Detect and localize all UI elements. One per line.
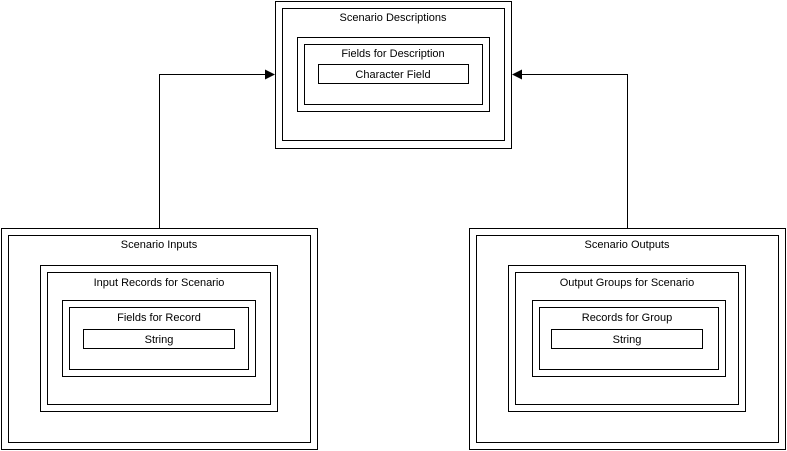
input-records-inner-frame <box>47 272 271 405</box>
scenario-inputs-outer-frame <box>1 228 318 450</box>
input-string-label: String <box>145 334 174 346</box>
scenario-descriptions-box: Scenario Descriptions Fields for Descrip… <box>275 1 512 149</box>
scenario-inputs-box: Scenario Inputs Input Records for Scenar… <box>1 228 318 450</box>
fields-for-description-outer-frame <box>297 37 490 112</box>
scenario-inputs-inner-frame <box>8 235 311 443</box>
fields-for-record-label: Fields for Record <box>117 312 201 324</box>
output-string-label: String <box>613 334 642 346</box>
character-field-box <box>318 64 469 84</box>
input-records-outer-frame <box>40 265 278 412</box>
scenario-outputs-label: Scenario Outputs <box>585 239 670 251</box>
output-string-box <box>551 329 703 349</box>
records-for-group-inner-frame <box>539 307 719 370</box>
input-string-box <box>83 329 235 349</box>
scenario-outputs-outer-frame <box>469 228 786 450</box>
scenario-outputs-inner-frame <box>476 235 779 443</box>
inputs-to-descriptions-arrow <box>159 69 275 228</box>
input-records-label: Input Records for Scenario <box>94 277 225 289</box>
output-groups-inner-frame <box>515 272 739 405</box>
output-groups-outer-frame <box>508 265 746 412</box>
output-groups-label: Output Groups for Scenario <box>560 277 695 289</box>
scenario-descriptions-inner-frame <box>282 8 505 141</box>
outputs-to-descriptions-arrow <box>512 69 628 228</box>
records-for-group-outer-frame <box>532 300 726 377</box>
character-field-label: Character Field <box>355 69 430 81</box>
fields-for-record-outer-frame <box>62 300 256 377</box>
scenario-outputs-box: Scenario Outputs Output Groups for Scena… <box>469 228 786 450</box>
scenario-descriptions-label: Scenario Descriptions <box>340 12 447 24</box>
fields-for-description-label: Fields for Description <box>341 48 444 60</box>
records-for-group-label: Records for Group <box>582 312 672 324</box>
scenario-inputs-label: Scenario Inputs <box>121 239 198 251</box>
fields-for-description-inner-frame <box>304 44 483 105</box>
fields-for-record-inner-frame <box>69 307 249 370</box>
scenario-descriptions-outer-frame <box>275 1 512 149</box>
